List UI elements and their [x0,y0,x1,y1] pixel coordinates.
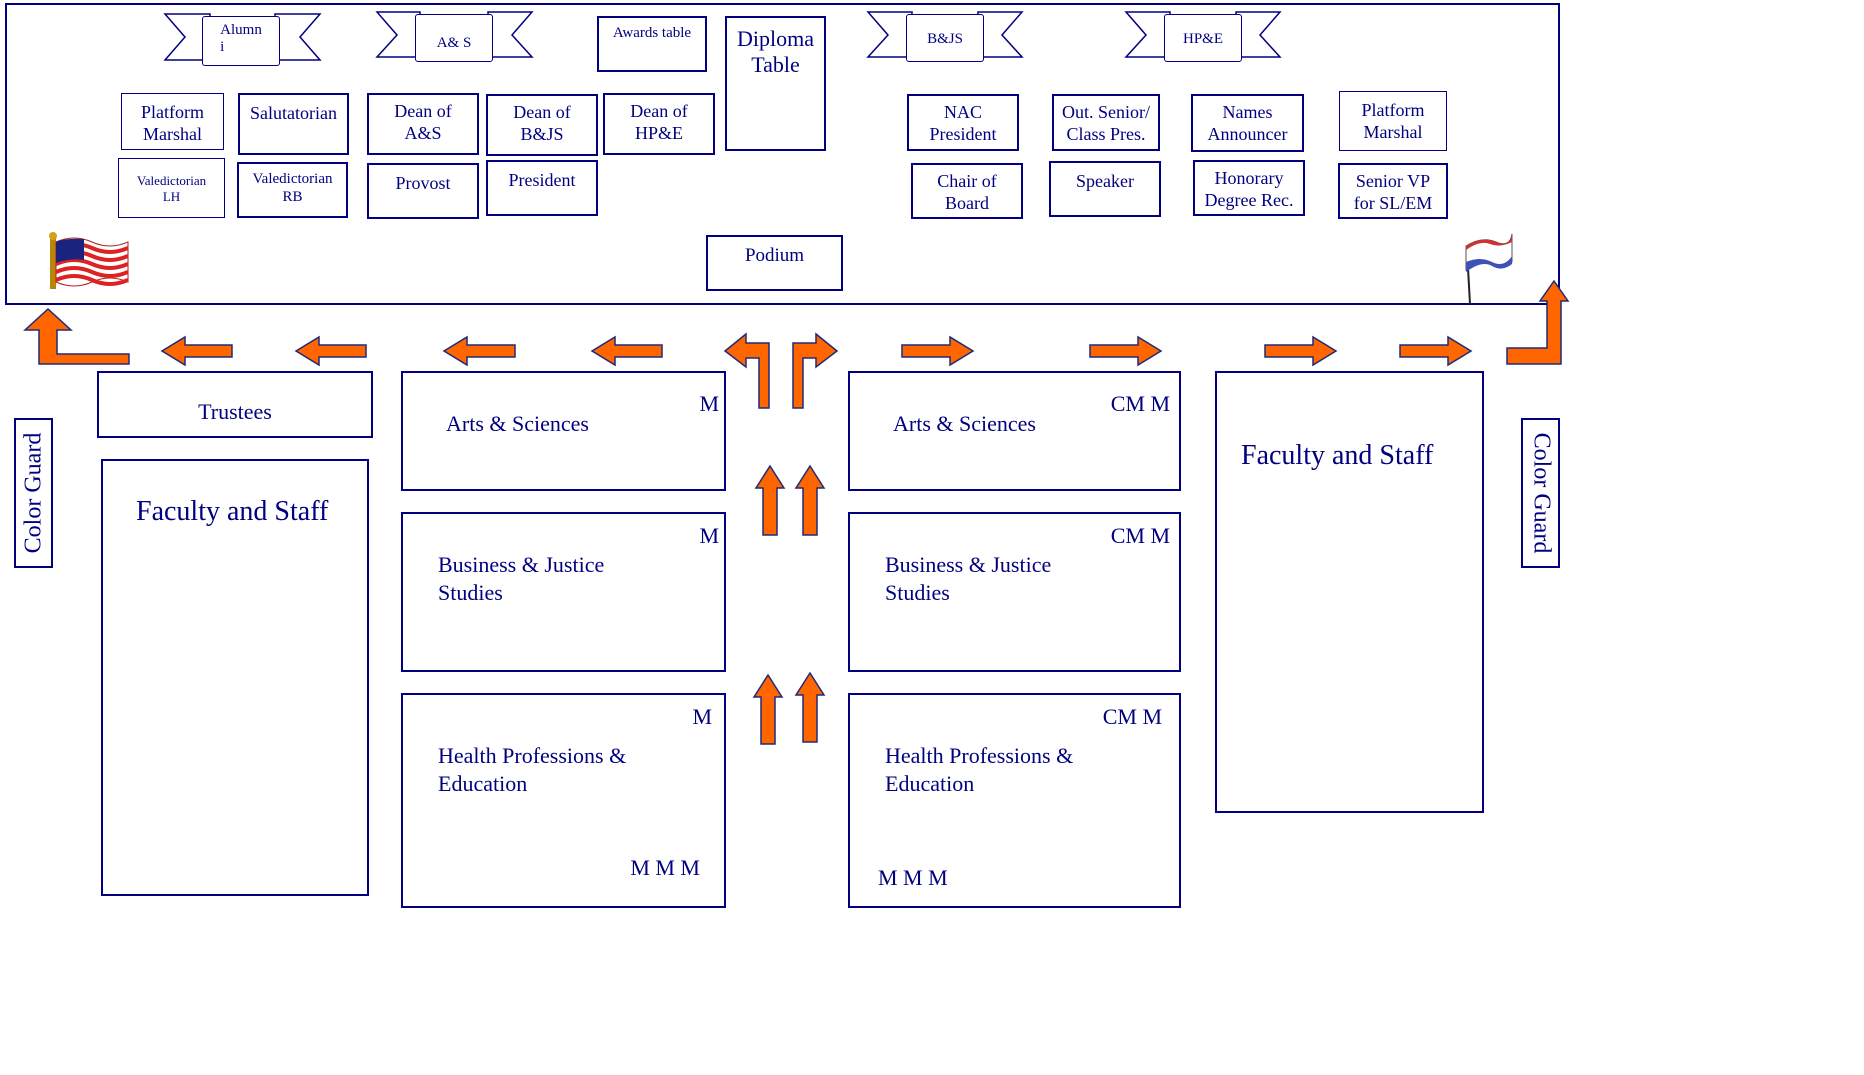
seat-dean-as: Dean of A&S [367,93,479,155]
banner-bjs: B&JS [906,14,984,62]
color-guard-left: Color Guard [14,418,53,568]
arrow-icon [754,464,786,536]
arrow-icon [794,671,826,743]
arrow-icon [1264,335,1338,367]
seat-dean-hpe: Dean of HP&E [603,93,715,155]
faculty-staff-left: Faculty and Staff [101,459,369,896]
faculty-staff-left-label: Faculty and Staff [136,496,329,527]
section-marker: M [699,523,719,548]
seat-names-announcer: Names Announcer [1191,94,1304,152]
section-label: Business & Justice Studies [438,552,605,605]
section-label: Health Professions & Education [438,743,627,796]
section-label: Health Professions & Education [885,743,1074,796]
seat-platform-marshal-right: Platform Marshal [1339,91,1447,151]
seat-senior-vp: Senior VP for SL/EM [1338,163,1448,219]
left-section-health-professions: Health Professions & Education M M M M [401,693,726,908]
arrow-icon [442,335,516,367]
section-marker: M [699,391,719,416]
stage-area [5,3,1560,305]
section-label: Business & Justice Studies [885,552,1052,605]
arrow-icon [1089,335,1163,367]
banner-alumni: Alumn i [202,16,280,66]
section-bottom-marker: M M M [630,855,700,880]
trustees-section: Trustees [97,371,373,438]
section-bottom-marker: M M M [878,865,948,890]
seat-provost: Provost [367,163,479,219]
seat-platform-marshal-left: Platform Marshal [121,93,224,150]
color-guard-left-label: Color Guard [20,432,46,554]
seat-speaker: Speaker [1049,161,1161,217]
faculty-staff-right: Faculty and Staff [1215,371,1484,813]
section-label: Arts & Sciences [893,411,1036,436]
arrow-icon [590,335,663,367]
seat-honorary-degree: Honorary Degree Rec. [1193,160,1305,216]
section-marker: CM M [1110,523,1170,548]
arrow-icon [792,332,839,409]
seat-president: President [486,160,598,216]
section-marker: M [692,704,712,729]
arrow-icon [752,673,784,745]
diploma-table: Diploma Table [725,16,826,151]
left-section-arts-sciences: Arts & Sciences M [401,371,726,491]
banner-hpe: HP&E [1164,14,1242,62]
faculty-staff-right-label: Faculty and Staff [1241,440,1434,471]
seat-dean-bjs: Dean of B&JS [486,94,598,156]
section-label: Arts & Sciences [446,411,589,436]
arrow-icon [23,307,130,365]
section-marker: CM M [1102,704,1162,729]
arrow-icon [1399,335,1473,367]
arrow-icon [160,335,233,367]
right-section-business-justice: Business & Justice Studies CM M [848,512,1181,672]
seat-nac-president: NAC President [907,94,1019,151]
arrow-icon [901,335,975,367]
arrow-icon [294,335,367,367]
seat-out-senior: Out. Senior/ Class Pres. [1052,94,1160,151]
right-section-health-professions: Health Professions & Education CM M M M … [848,693,1181,908]
section-marker: CM M [1110,391,1170,416]
color-guard-right-label: Color Guard [1528,432,1554,554]
seat-valedictorian-rb: Valedictorian RB [237,162,348,218]
left-section-business-justice: Business & Justice Studies M [401,512,726,672]
arrow-icon [794,464,826,536]
arrow-icon [723,332,770,409]
podium: Podium [706,235,843,291]
seat-chair-of-board: Chair of Board [911,163,1023,219]
seat-salutatorian: Salutatorian [238,93,349,155]
awards-table: Awards table [597,16,707,72]
banner-as: A& S [415,14,493,62]
color-guard-right: Color Guard [1521,418,1560,568]
seat-valedictorian-lh: Valedictorian LH [118,158,225,218]
right-section-arts-sciences: Arts & Sciences CM M [848,371,1181,491]
